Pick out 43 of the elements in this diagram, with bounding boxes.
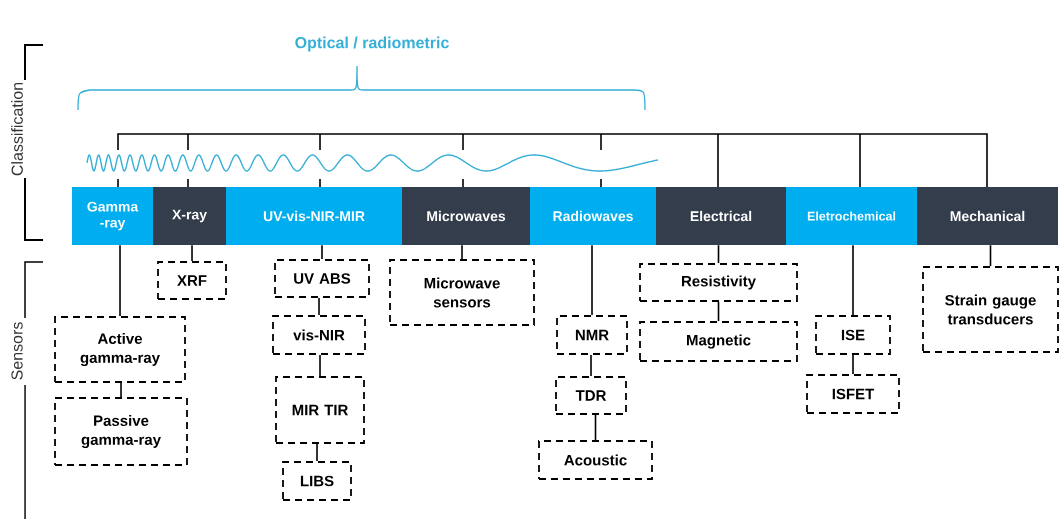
sensor-box: Magnetic xyxy=(639,321,798,362)
sensor-box: TDR xyxy=(555,376,627,415)
category-bar: X-ray xyxy=(153,187,226,245)
connector-line xyxy=(119,244,121,317)
category-bar: Mechanical xyxy=(917,187,1058,245)
connector-line xyxy=(318,297,320,316)
sensor-box: NMR xyxy=(556,315,628,355)
sensor-box: Acoustic xyxy=(538,440,653,480)
category-bar: Microwaves xyxy=(402,187,530,245)
connector-line xyxy=(319,354,321,377)
sensor-box: vis-NIR xyxy=(272,315,366,355)
axis-label: Classification xyxy=(11,82,23,176)
category-bar: Gamma -ray xyxy=(72,187,153,245)
connector-line xyxy=(594,414,597,441)
sensor-box: Strain gauge transducers xyxy=(922,266,1059,353)
connector-line xyxy=(717,301,720,322)
connector-line xyxy=(591,244,593,316)
connector-line xyxy=(717,244,720,264)
sensor-box: XRF xyxy=(157,261,227,300)
sensor-box: LIBS xyxy=(282,461,352,501)
sensor-box: Active gamma-ray xyxy=(54,316,186,383)
category-bar: Eletrochemical xyxy=(786,187,917,245)
connector-line xyxy=(989,244,992,267)
connector-line xyxy=(590,354,592,377)
connector-line xyxy=(316,443,318,462)
category-bar: UV-vis-NIR-MIR xyxy=(226,187,402,245)
sensor-box: UV ABS xyxy=(274,259,370,298)
sensor-box: MIR TIR xyxy=(275,376,365,444)
connector-line xyxy=(120,382,122,398)
group-label: Optical / radiometric xyxy=(295,36,449,52)
connector-line xyxy=(321,244,323,260)
category-bar: Electrical xyxy=(656,187,786,245)
connector-line xyxy=(191,244,193,262)
axis-label: Sensors xyxy=(11,322,23,380)
connector-line xyxy=(852,244,854,316)
connector-line xyxy=(852,354,854,375)
connector-line xyxy=(461,244,463,260)
sensor-box: ISFET xyxy=(806,374,900,414)
category-bar: Radiowaves xyxy=(530,187,656,245)
sensor-box: Resistivity xyxy=(639,263,798,302)
sensor-box: Microwave sensors xyxy=(389,259,535,326)
sensor-box: Passive gamma-ray xyxy=(54,397,188,466)
sensor-box: ISE xyxy=(815,315,891,355)
